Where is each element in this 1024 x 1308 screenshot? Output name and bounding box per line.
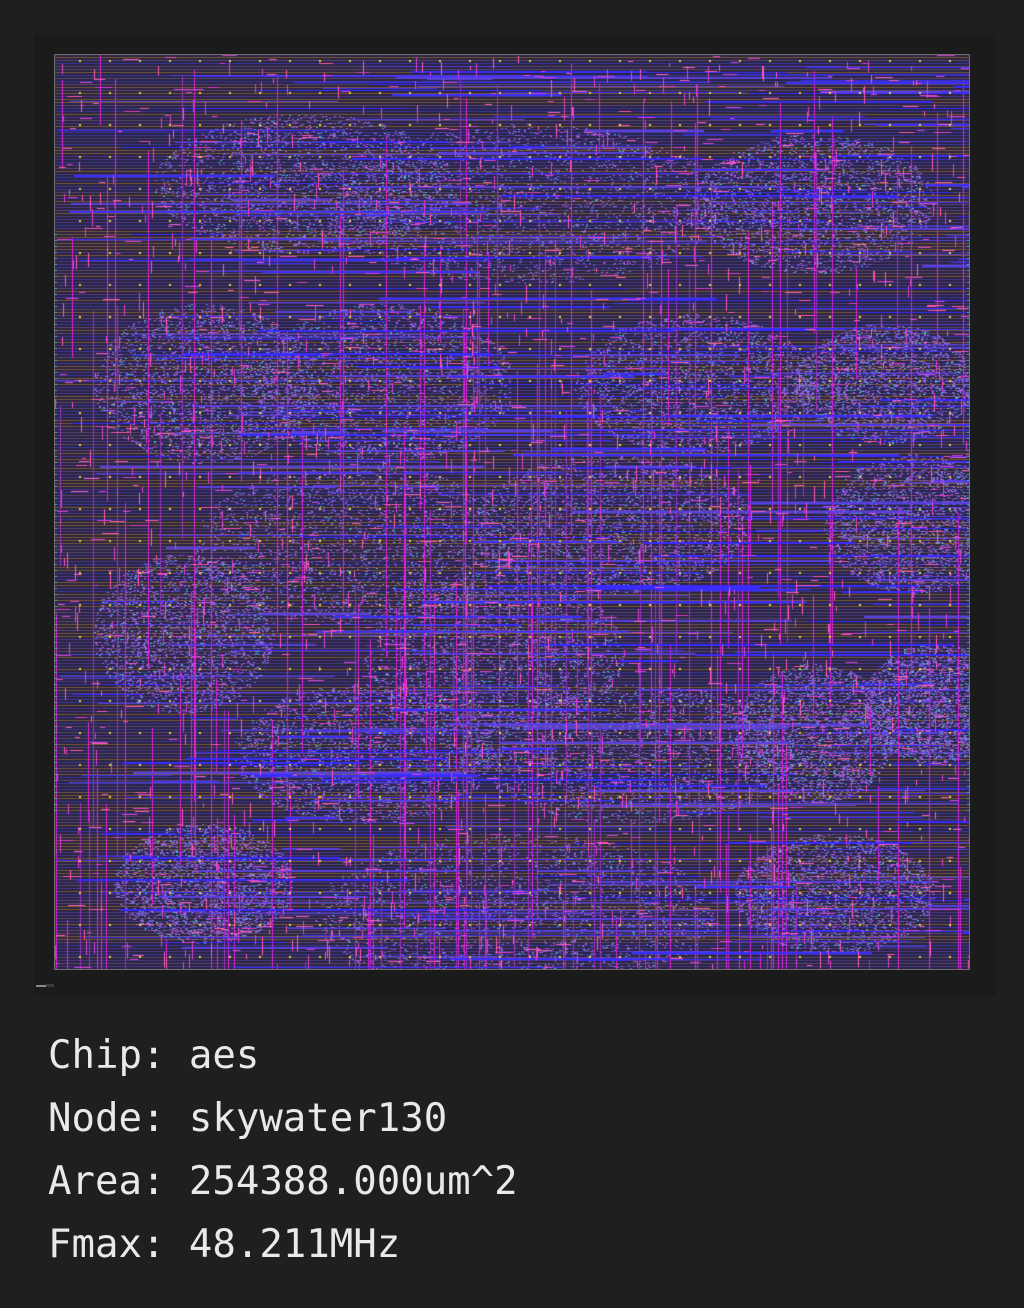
chip-label: Chip: [48, 1033, 166, 1078]
node-value: skywater130 [188, 1096, 448, 1141]
chip-layout-render [54, 54, 970, 970]
chip-row: Chip: aes [48, 1024, 518, 1087]
area-row: Area: 254388.000um^2 [48, 1150, 518, 1213]
chip-info: Chip: aes Node: skywater130 Area: 254388… [48, 1024, 518, 1276]
area-label: Area: [48, 1159, 166, 1204]
node-label: Node: [48, 1096, 166, 1141]
fmax-row: Fmax: 48.211MHz [48, 1213, 518, 1276]
fmax-value: 48.211MHz [188, 1222, 401, 1267]
chip-layout-panel [34, 34, 996, 996]
area-value: 254388.000um^2 [188, 1159, 518, 1204]
scale-bar-label [46, 984, 54, 987]
scale-bar [36, 985, 46, 987]
fmax-label: Fmax: [48, 1222, 166, 1267]
chip-value: aes [188, 1033, 260, 1078]
node-row: Node: skywater130 [48, 1087, 518, 1150]
